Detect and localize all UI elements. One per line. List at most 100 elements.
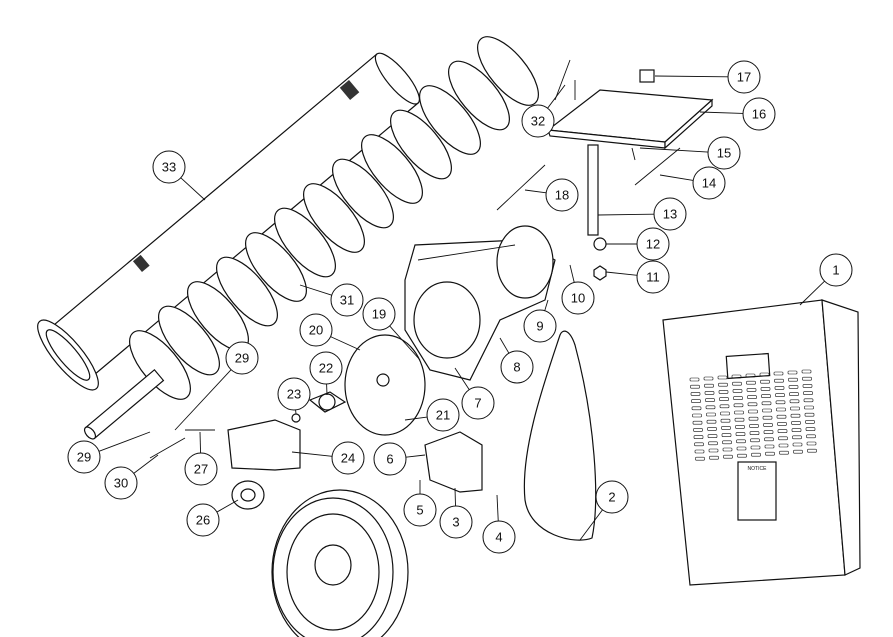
callout-7: 7 <box>454 367 495 420</box>
leader-line <box>405 454 426 458</box>
auger-flight <box>158 305 220 376</box>
vent-slot <box>704 391 715 395</box>
vent-slot <box>760 379 770 384</box>
vent-slot <box>734 417 745 422</box>
vent-slot <box>719 404 730 409</box>
leader-line <box>133 454 159 474</box>
callout-3: 3 <box>439 487 473 539</box>
leader-line <box>544 299 549 311</box>
fitting-17 <box>639 69 655 83</box>
vent-slot <box>721 433 732 437</box>
vent-slot <box>690 392 701 396</box>
callout-number: 10 <box>571 291 585 306</box>
vent-slot <box>733 396 743 400</box>
callout-30: 30 <box>104 454 159 500</box>
v-belt <box>523 330 597 541</box>
vent-slot <box>720 418 731 423</box>
callout-16: 16 <box>699 97 776 131</box>
callout-number: 32 <box>531 114 545 129</box>
vent-slot <box>691 406 702 411</box>
auger-flight <box>332 158 394 229</box>
vent-slot <box>736 446 747 451</box>
callout-23: 23 <box>277 377 311 415</box>
vent-slot <box>765 451 775 456</box>
vent-slot <box>718 390 729 394</box>
vent-slot <box>706 419 717 424</box>
vent-slot <box>793 449 803 454</box>
callout-circle <box>426 398 460 432</box>
vent-slot <box>777 429 788 433</box>
callout-number: 26 <box>196 513 210 528</box>
leader-line <box>605 271 638 276</box>
callout-31: 31 <box>299 283 364 317</box>
vent-slot <box>707 434 718 438</box>
vent-slot <box>773 371 784 376</box>
auger-flight <box>216 256 278 327</box>
callout-circle <box>500 350 534 384</box>
vent-slot <box>804 412 815 417</box>
callout-circle <box>331 441 365 475</box>
vent-slot <box>720 411 730 416</box>
vent-slot <box>806 441 817 446</box>
vent-slot <box>705 398 715 402</box>
callout-27: 27 <box>184 431 218 486</box>
vent-slot <box>774 386 785 390</box>
vent-slot <box>801 369 812 374</box>
vent-slot <box>731 374 742 379</box>
leader-line <box>524 189 547 194</box>
callout-number: 22 <box>319 361 333 376</box>
callout-number: 17 <box>737 70 751 85</box>
callout-29: 29 <box>67 431 151 474</box>
vent-slot <box>792 442 803 447</box>
callout-number: 31 <box>340 293 354 308</box>
leader-line <box>659 174 694 181</box>
vent-slot <box>779 450 789 455</box>
callout-number: 3 <box>452 515 459 530</box>
leader-line <box>98 431 151 452</box>
vent-slot <box>750 438 760 443</box>
vent-slot <box>736 439 746 444</box>
vent-slot <box>737 453 747 458</box>
leader-line <box>216 499 239 513</box>
control-cabinet: NOTICE <box>662 299 861 586</box>
vent-slot <box>745 373 756 378</box>
callout-number: 7 <box>474 396 481 411</box>
pin-30 <box>149 437 186 459</box>
callout-18: 18 <box>524 178 579 212</box>
vent-slot <box>717 375 728 380</box>
callout-circle <box>362 297 396 331</box>
leader-line <box>180 177 206 201</box>
vent-slot <box>774 378 784 383</box>
callout-number: 15 <box>717 146 731 161</box>
auger-flight <box>361 134 423 204</box>
auger-flight <box>390 109 452 180</box>
vent-slot <box>777 422 787 426</box>
callout-circle <box>67 440 101 474</box>
vent-slot <box>805 427 816 431</box>
vent-slot <box>746 380 756 385</box>
leader-line <box>799 280 825 306</box>
vent-slot <box>691 399 701 403</box>
callout-number: 14 <box>702 176 716 191</box>
vent-slot <box>747 395 757 399</box>
callout-number: 8 <box>513 360 520 375</box>
vent-slot <box>749 424 759 428</box>
vent-slot <box>764 444 775 449</box>
vent-slot <box>689 377 700 382</box>
leader-line <box>454 367 470 390</box>
callout-circle <box>461 386 495 420</box>
nut-11 <box>593 265 607 281</box>
callout-circle <box>521 104 555 138</box>
vent-slot <box>806 434 816 439</box>
callout-number: 29 <box>235 351 249 366</box>
vent-slot <box>761 394 771 398</box>
callout-circle <box>595 480 629 514</box>
callout-10: 10 <box>561 264 595 315</box>
vent-slot <box>775 393 785 397</box>
vent-slot <box>704 383 714 388</box>
leader-line <box>330 336 361 351</box>
callout-number: 18 <box>555 188 569 203</box>
callout-number: 13 <box>663 207 677 222</box>
vent-slot <box>694 442 704 447</box>
auger-flight <box>274 207 336 278</box>
